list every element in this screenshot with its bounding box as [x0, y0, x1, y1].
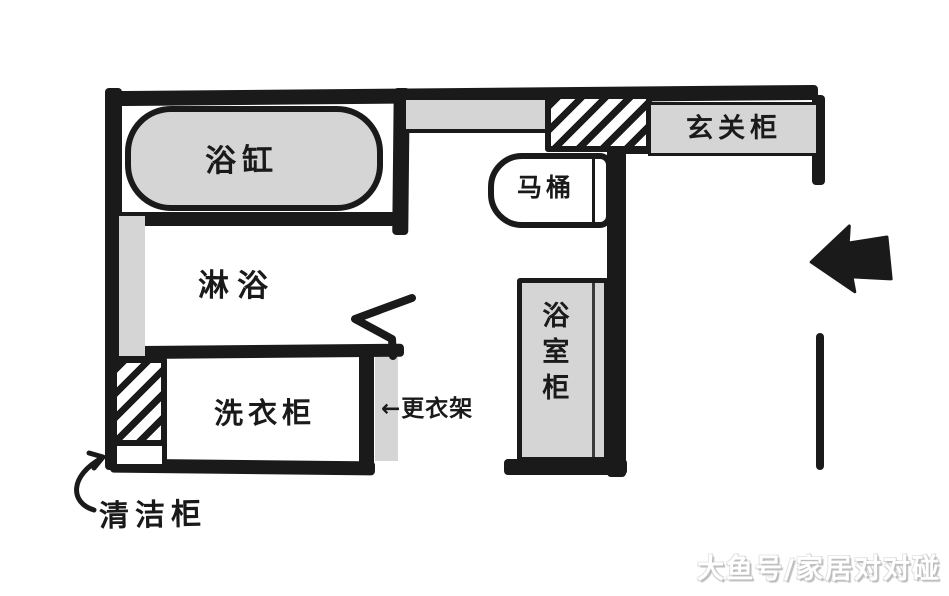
watermark-text: 大鱼号/家居对对碰: [697, 554, 941, 585]
wall-laundry-right: [359, 347, 374, 469]
laundry-shaft-hatch-block: [111, 357, 167, 446]
wall-under-bathtub: [112, 212, 404, 226]
cleaning-cabinet-shape: [112, 441, 167, 469]
wall-cabinet-bottom: [504, 459, 627, 475]
cleaning-cabinet-label: 清洁柜: [98, 496, 208, 535]
bathtub-label: 浴缸: [204, 142, 280, 180]
entry-direction-arrow-icon: [809, 224, 893, 294]
bathroom-cabinet-shape: 浴室柜: [517, 278, 609, 462]
changing-rack-note: ←更衣架: [381, 397, 473, 421]
wall-main-right: [607, 143, 626, 477]
bathroom-cabinet-label: 浴室柜: [537, 301, 569, 409]
bathtub-shape: [125, 106, 383, 211]
cleaning-cabinet-pointer-arrowhead: [86, 450, 106, 471]
bathroom-cabinet-inner-line: [592, 283, 595, 457]
changing-rack-label: 更衣架: [401, 396, 474, 422]
wall-right-lower: [816, 333, 824, 470]
entry-counter-strip: [406, 100, 548, 133]
laundry-cabinet-label: 洗衣柜: [213, 395, 317, 431]
changing-mirror-strip: [375, 357, 398, 461]
entry-cabinet-shape: 玄关柜: [648, 102, 819, 156]
entry-door-hatch-block: [545, 93, 652, 152]
toilet-shape: [488, 153, 612, 228]
left-arrow-icon: ←: [381, 396, 402, 422]
toilet-tank-divider: [592, 157, 595, 224]
shower-label: 淋浴: [197, 267, 277, 305]
entry-cabinet-label: 玄关柜: [685, 112, 782, 145]
left-wall-inner-strip: [119, 216, 145, 356]
toilet-label: 马桶: [517, 173, 576, 202]
